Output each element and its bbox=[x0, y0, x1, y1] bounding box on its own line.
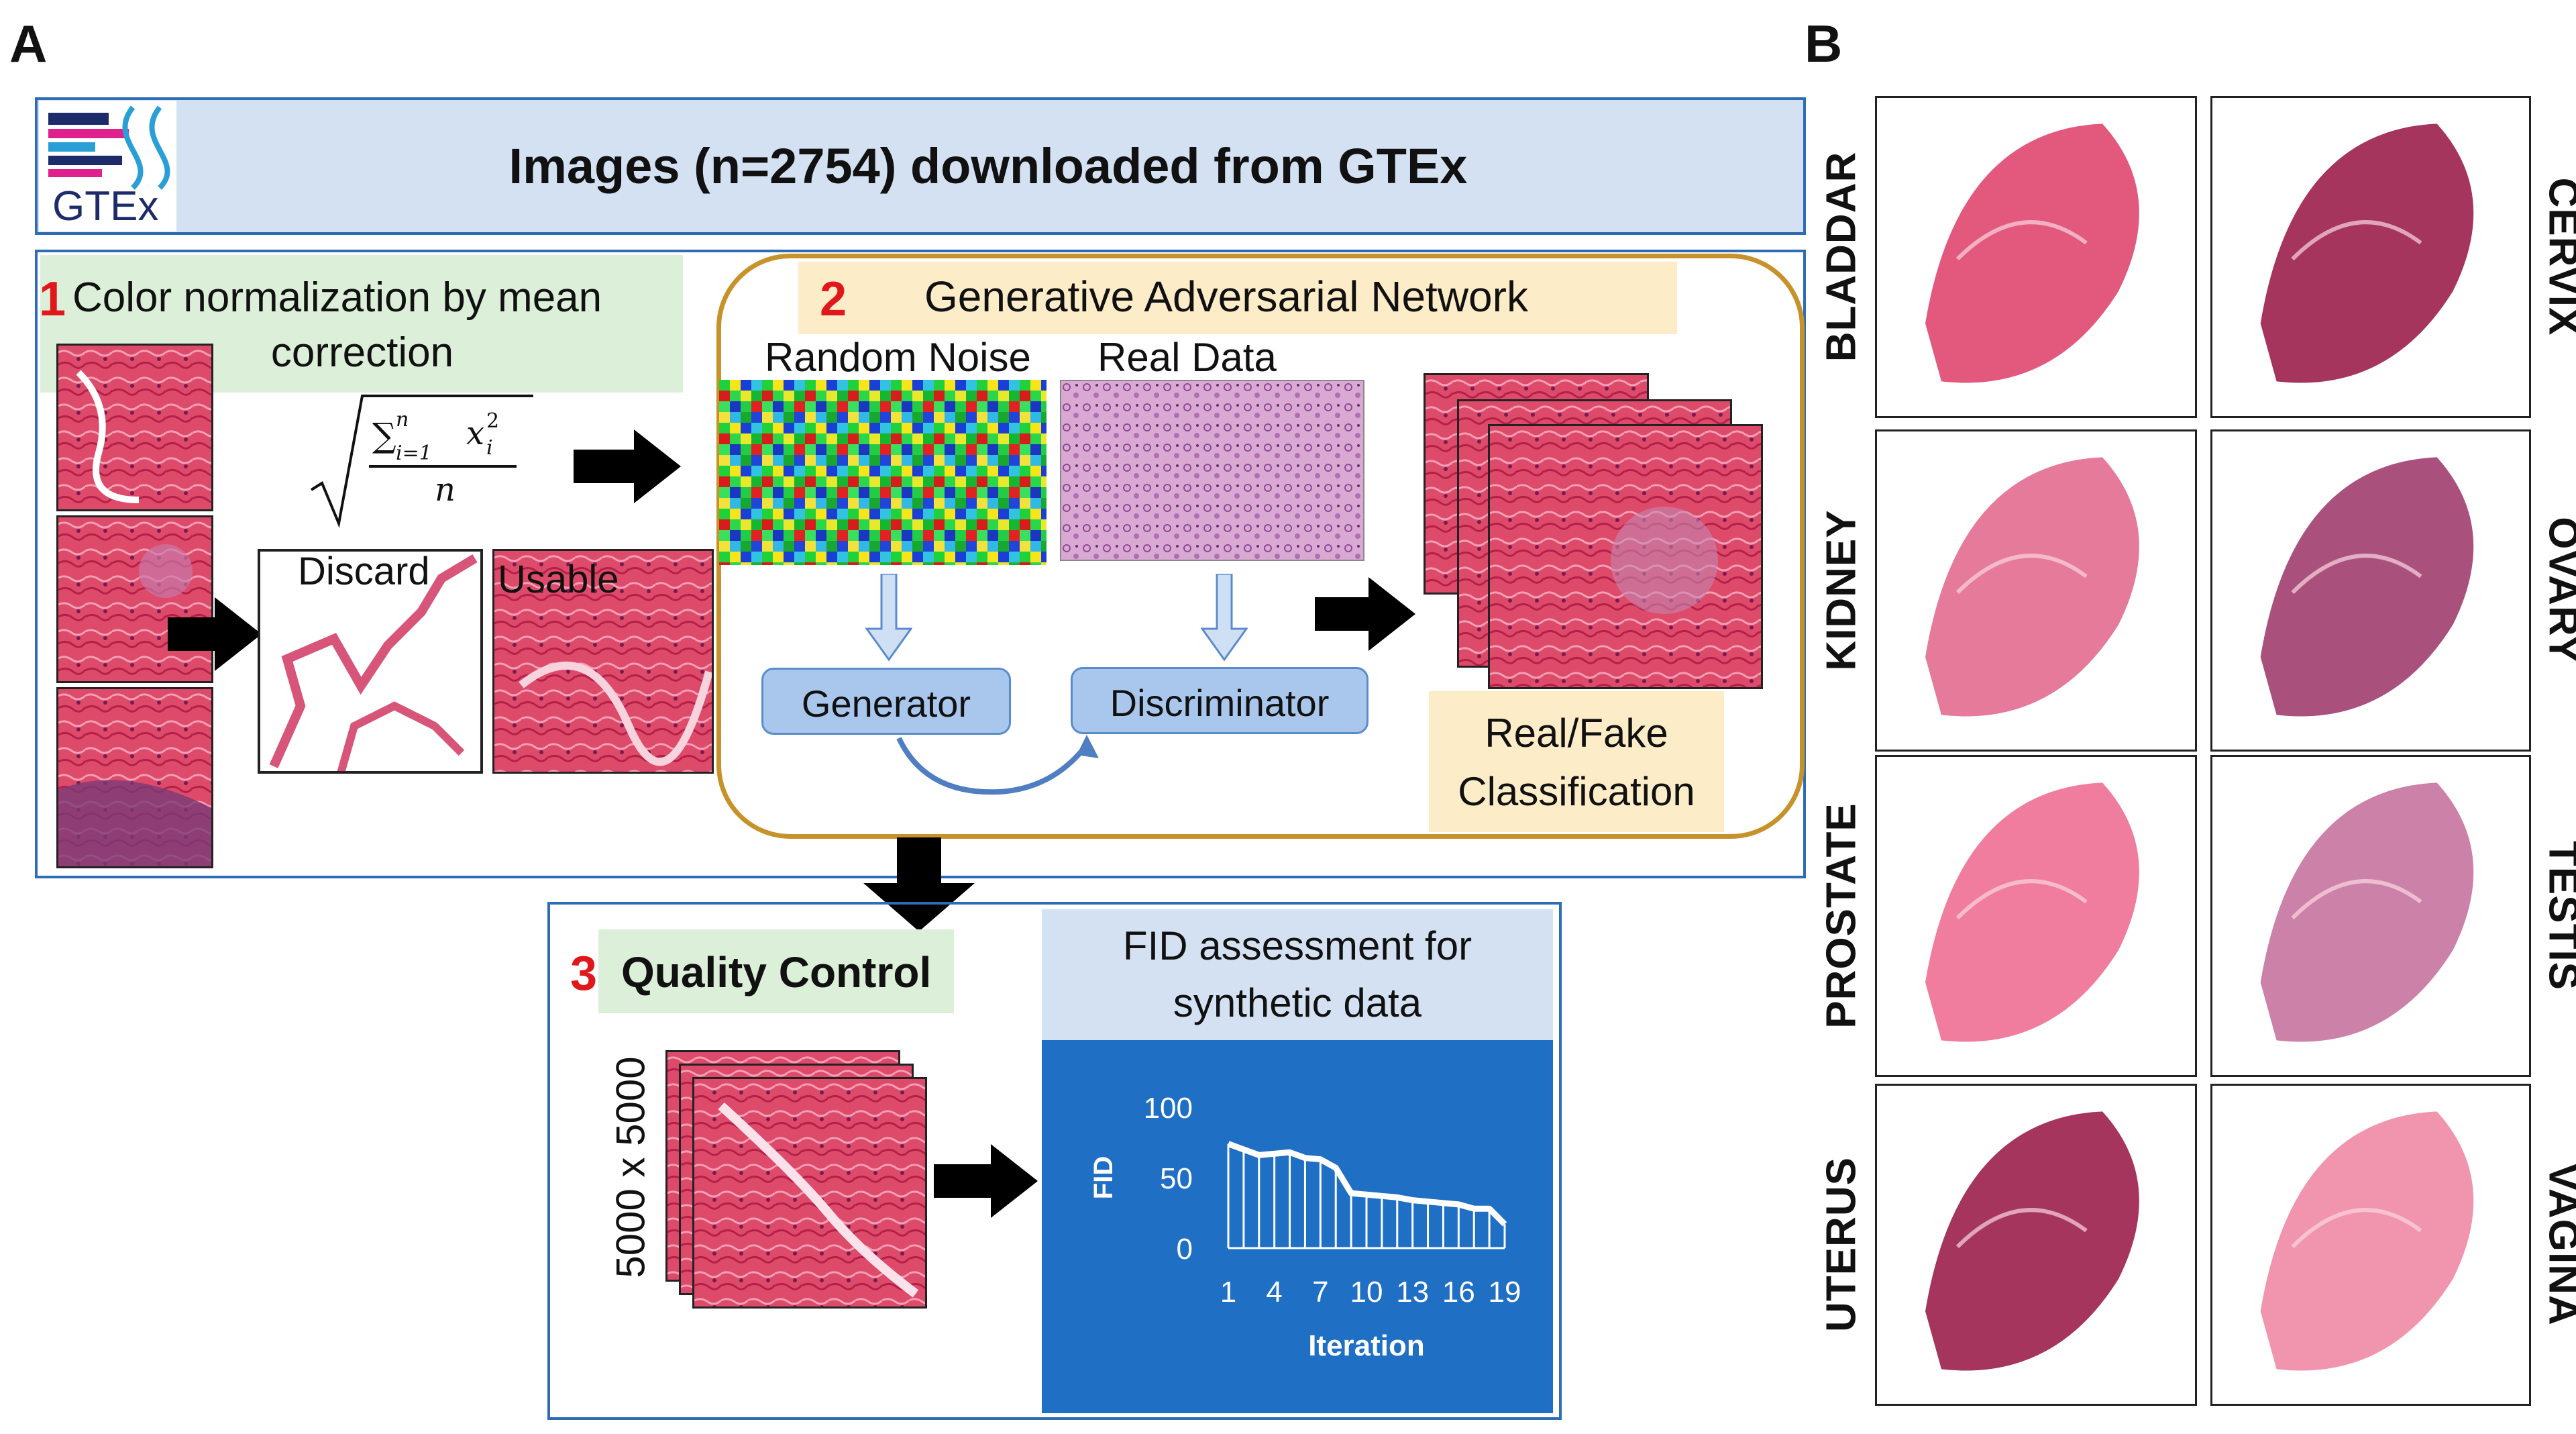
size-label-wrap: 5000 x 5000 bbox=[597, 1043, 657, 1285]
real-data-label: Real Data bbox=[1097, 335, 1277, 380]
formula-sup: 2 bbox=[486, 409, 500, 433]
tissue-label-vagina: VAGINA bbox=[2540, 1163, 2576, 1326]
tissue-image-ovary bbox=[2210, 429, 2531, 752]
size-label: 5000 x 5000 bbox=[608, 1056, 653, 1278]
x-tick-label: 10 bbox=[1350, 1276, 1383, 1309]
step2-title: Generative Adversarial Network bbox=[924, 272, 1528, 321]
formula-var: x bbox=[466, 415, 485, 452]
tissue-label-ovary: OVARY bbox=[2540, 517, 2576, 664]
discard-tile bbox=[258, 549, 483, 774]
step3-title: Quality Control bbox=[621, 948, 932, 996]
generator-box: Generator bbox=[761, 668, 1011, 735]
sqrt-icon bbox=[310, 395, 533, 528]
x-axis-label: Iteration bbox=[1308, 1329, 1425, 1362]
gtex-logo: GTEx bbox=[39, 101, 176, 232]
discriminator-label: Discriminator bbox=[1110, 682, 1330, 724]
series-line bbox=[1227, 1141, 1507, 1227]
tissue-label-uterus: UTERUS bbox=[1818, 1157, 1865, 1332]
x-tick-label: 16 bbox=[1442, 1276, 1475, 1309]
step1-title-line1: Color normalization by mean bbox=[72, 274, 602, 321]
tissue-label-kidney: KIDNEY bbox=[1818, 509, 1865, 671]
tissue-image-kidney bbox=[1875, 429, 2197, 752]
formula-bottom: i=1 bbox=[396, 442, 432, 465]
step3-number: 3 bbox=[570, 947, 598, 1001]
generated-tile-front bbox=[1488, 424, 1763, 689]
tissue-label-cervix: CERVIX bbox=[2540, 177, 2576, 336]
arrow-down-icon bbox=[863, 837, 975, 931]
y-tick-label: 0 bbox=[1177, 1233, 1193, 1266]
quality-frame bbox=[547, 902, 1562, 1420]
arrow-right-icon bbox=[574, 429, 681, 503]
tissue-image-vagina bbox=[2210, 1084, 2531, 1406]
arrow-down-icon bbox=[865, 574, 912, 661]
x-tick-label: 7 bbox=[1312, 1276, 1328, 1309]
usable-label: Usable bbox=[498, 558, 619, 601]
fid-title-line1: FID assessment for bbox=[1122, 923, 1472, 968]
discard-label: Discard bbox=[298, 550, 430, 593]
arrow-down-icon bbox=[1201, 574, 1248, 661]
input-tile-1 bbox=[56, 344, 213, 511]
logo-text: GTEx bbox=[52, 183, 159, 229]
y-tick-label: 100 bbox=[1144, 1092, 1193, 1125]
generator-label: Generator bbox=[801, 682, 971, 725]
arrow-right-icon bbox=[168, 597, 262, 671]
formula-sub: i bbox=[486, 436, 493, 460]
dna-logo-icon bbox=[48, 105, 170, 190]
qc-tile-front bbox=[692, 1077, 927, 1309]
tissue-image-uterus bbox=[1875, 1084, 2197, 1406]
classification-box bbox=[1429, 691, 1724, 832]
noise-image bbox=[719, 380, 1046, 565]
step2-number: 2 bbox=[820, 272, 847, 326]
curved-arrow-icon bbox=[896, 735, 1099, 795]
fid-header bbox=[1042, 909, 1553, 1040]
gan-frame bbox=[716, 254, 1805, 839]
discriminator-box: Discriminator bbox=[1071, 667, 1368, 734]
formula-top: n bbox=[396, 408, 409, 431]
tissue-image-testis bbox=[2210, 755, 2531, 1077]
tissue-label-bladdar: BLADDAR bbox=[1818, 151, 1865, 362]
x-tick-label: 13 bbox=[1396, 1276, 1429, 1309]
header-title: Images (n=2754) downloaded from GTEx bbox=[508, 138, 1468, 194]
input-tile-3 bbox=[56, 687, 213, 868]
input-tile-2 bbox=[56, 515, 213, 683]
tissue-image-prostate bbox=[1875, 755, 2197, 1077]
step2-header bbox=[798, 262, 1677, 334]
formula-denominator: n bbox=[435, 471, 455, 509]
usable-tile bbox=[492, 549, 714, 774]
tissue-label-testis: TESTIS bbox=[2540, 840, 2576, 991]
y-tick-label: 50 bbox=[1160, 1162, 1193, 1195]
tissue-image-cervix bbox=[2210, 96, 2531, 418]
step3-header bbox=[598, 929, 954, 1013]
y-axis-label: FID bbox=[1089, 1156, 1118, 1199]
real-data-image bbox=[1060, 380, 1364, 561]
x-tick-label: 4 bbox=[1266, 1276, 1282, 1309]
header-banner bbox=[35, 97, 1806, 235]
formula-sum: ∑ bbox=[372, 416, 396, 455]
fid-title-line2: synthetic data bbox=[1173, 980, 1422, 1025]
x-tick-label: 19 bbox=[1489, 1276, 1521, 1309]
x-tick-label: 1 bbox=[1220, 1276, 1236, 1309]
classification-line2: Classification bbox=[1458, 769, 1695, 814]
arrow-right-icon bbox=[1315, 577, 1415, 651]
panel-label-a: A bbox=[9, 14, 48, 73]
step1-title-line2: correction bbox=[270, 329, 454, 376]
panel-label-b: B bbox=[1805, 14, 1843, 73]
step1-number: 1 bbox=[39, 272, 66, 326]
formula: ∑ n i=1 x 2 i n bbox=[309, 389, 537, 530]
noise-label: Random Noise bbox=[765, 335, 1031, 380]
arrow-right-icon bbox=[934, 1144, 1038, 1218]
tissue-label-prostate: PROSTATE bbox=[1818, 803, 1865, 1029]
classification-line1: Real/Fake bbox=[1485, 711, 1668, 756]
tissue-image-bladdar bbox=[1875, 96, 2197, 418]
